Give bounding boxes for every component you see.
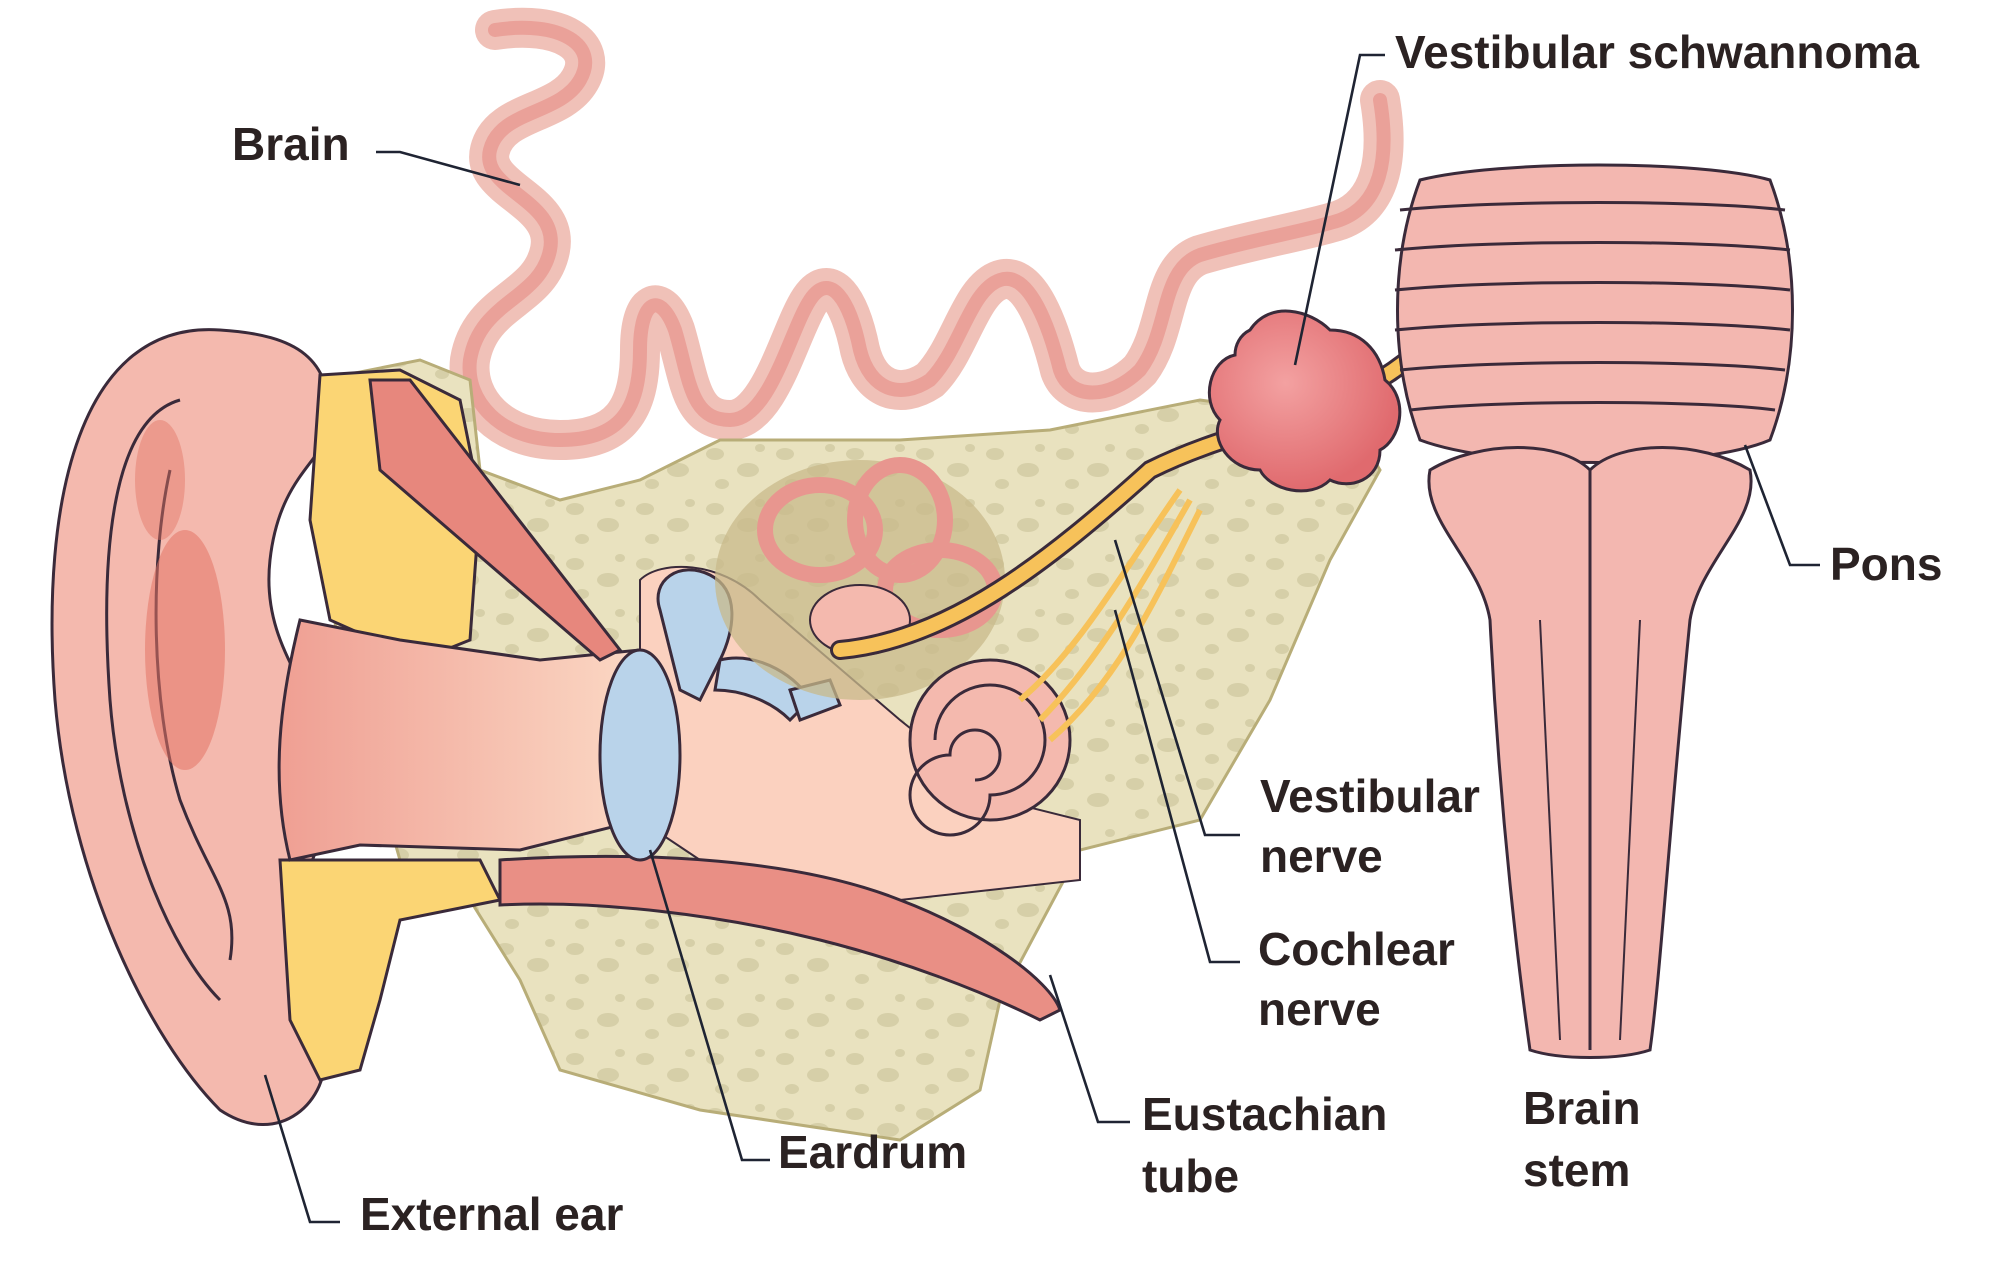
leader-brain <box>376 150 521 187</box>
label-brain-stem-line2: stem <box>1523 1144 1630 1196</box>
label-vestibular-nerve-line1: Vestibular <box>1260 770 1480 822</box>
eustachian-tube-shape <box>498 854 1062 1022</box>
label-brain-stem-line1: Brain <box>1523 1082 1641 1134</box>
canal-muscle-band <box>368 378 623 662</box>
label-vestibular-nerve-line2: nerve <box>1260 830 1383 882</box>
ear-canal-lower-cartilage <box>278 858 503 1082</box>
leader-external-ear <box>263 1074 340 1224</box>
pons-brainstem <box>1394 163 1794 1059</box>
label-vestibular-schwannoma: Vestibular schwannoma <box>1395 26 1919 78</box>
pinna <box>50 328 334 1126</box>
leader-vestibular-nerve <box>1113 539 1240 837</box>
label-brain: Brain <box>232 118 350 170</box>
inner-ear <box>715 457 1072 837</box>
label-external-ear: External ear <box>360 1188 623 1240</box>
leader-eustachian-tube <box>1048 974 1130 1124</box>
leader-cochlear-nerve <box>1113 609 1240 964</box>
leader-lines <box>263 53 1820 1224</box>
label-eardrum: Eardrum <box>778 1126 967 1178</box>
brain-cortex <box>449 7 1404 461</box>
label-cochlear-nerve-line1: Cochlear <box>1258 923 1455 975</box>
vestibular-schwannoma-tumor <box>1207 309 1402 493</box>
label-cochlear-nerve-line2: nerve <box>1258 983 1381 1035</box>
leader-pons <box>1743 444 1820 567</box>
label-pons: Pons <box>1830 538 1942 590</box>
label-eustachian-tube-line2: tube <box>1142 1150 1239 1202</box>
eardrum-shape <box>598 648 682 862</box>
label-eustachian-tube-line1: Eustachian <box>1142 1088 1387 1140</box>
leader-eardrum <box>648 849 770 1162</box>
leader-vestibular-schwannoma <box>1293 53 1385 366</box>
ear-canal <box>277 618 642 862</box>
